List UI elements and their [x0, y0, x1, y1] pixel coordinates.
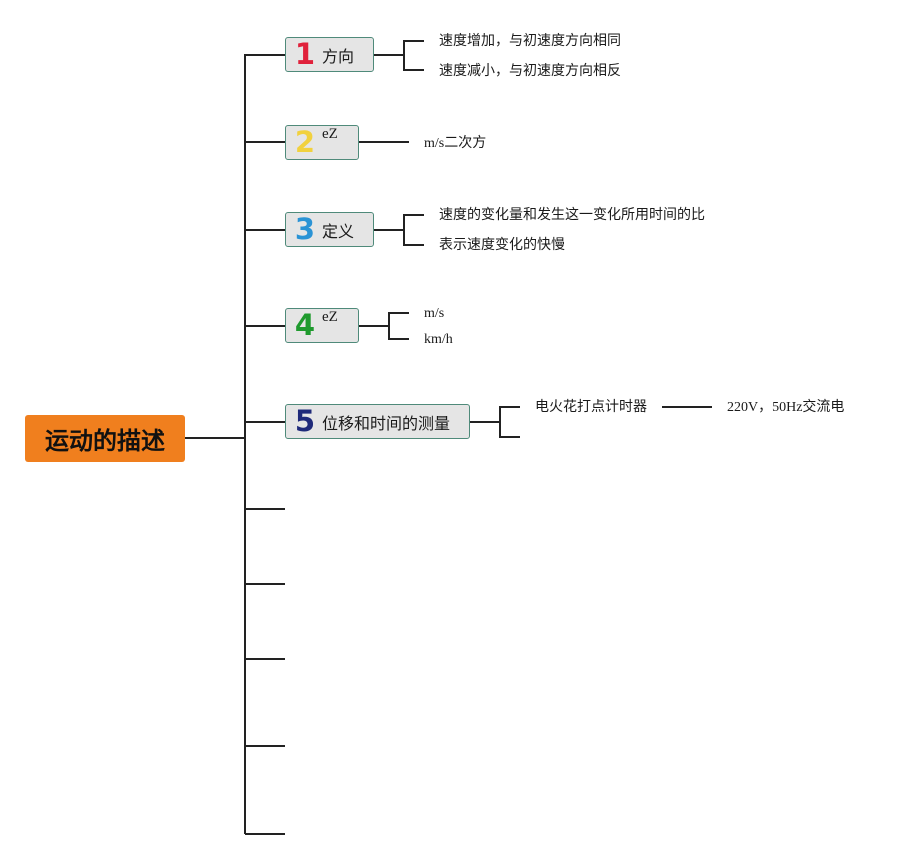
- leaf-node[interactable]: 电火花打点计时器: [535, 399, 647, 415]
- topic-label: 定义: [322, 221, 355, 241]
- leaf-node[interactable]: 速度增加，与初速度方向相同: [439, 33, 621, 49]
- topic-number-badge: 3: [294, 212, 316, 246]
- topic-direction[interactable]: 1 方向: [285, 37, 374, 72]
- root-node[interactable]: 运动的描述: [25, 415, 185, 462]
- leaf-node[interactable]: 速度的变化量和发生这一变化所用时间的比: [439, 207, 705, 223]
- root-label: 运动的描述: [45, 427, 165, 455]
- leaf-node[interactable]: m/s: [424, 306, 445, 321]
- topic-measurement[interactable]: 5 位移和时间的测量: [285, 404, 470, 439]
- topic-definition[interactable]: 3 定义: [285, 212, 374, 247]
- grandchild-node[interactable]: 220V，50Hz交流电: [727, 400, 845, 415]
- leaf-node[interactable]: m/s二次方: [424, 136, 487, 151]
- topic-label: 位移和时间的测量: [322, 413, 451, 433]
- topic-unit[interactable]: 2 eZ: [285, 125, 359, 160]
- topic-label: 方向: [322, 46, 355, 66]
- leaf-node[interactable]: km/h: [424, 332, 453, 347]
- leaf-node[interactable]: 速度减小，与初速度方向相反: [439, 63, 621, 79]
- topic-number-badge: 4: [294, 308, 316, 342]
- topic-label: eZ: [322, 126, 338, 142]
- leaf-node[interactable]: 表示速度变化的快慢: [439, 237, 565, 253]
- topic-number-badge: 1: [294, 37, 316, 71]
- topic-unit-2[interactable]: 4 eZ: [285, 308, 359, 343]
- topic-number-badge: 2: [294, 125, 316, 159]
- topic-label: eZ: [322, 309, 338, 325]
- topic-number-badge: 5: [294, 404, 316, 438]
